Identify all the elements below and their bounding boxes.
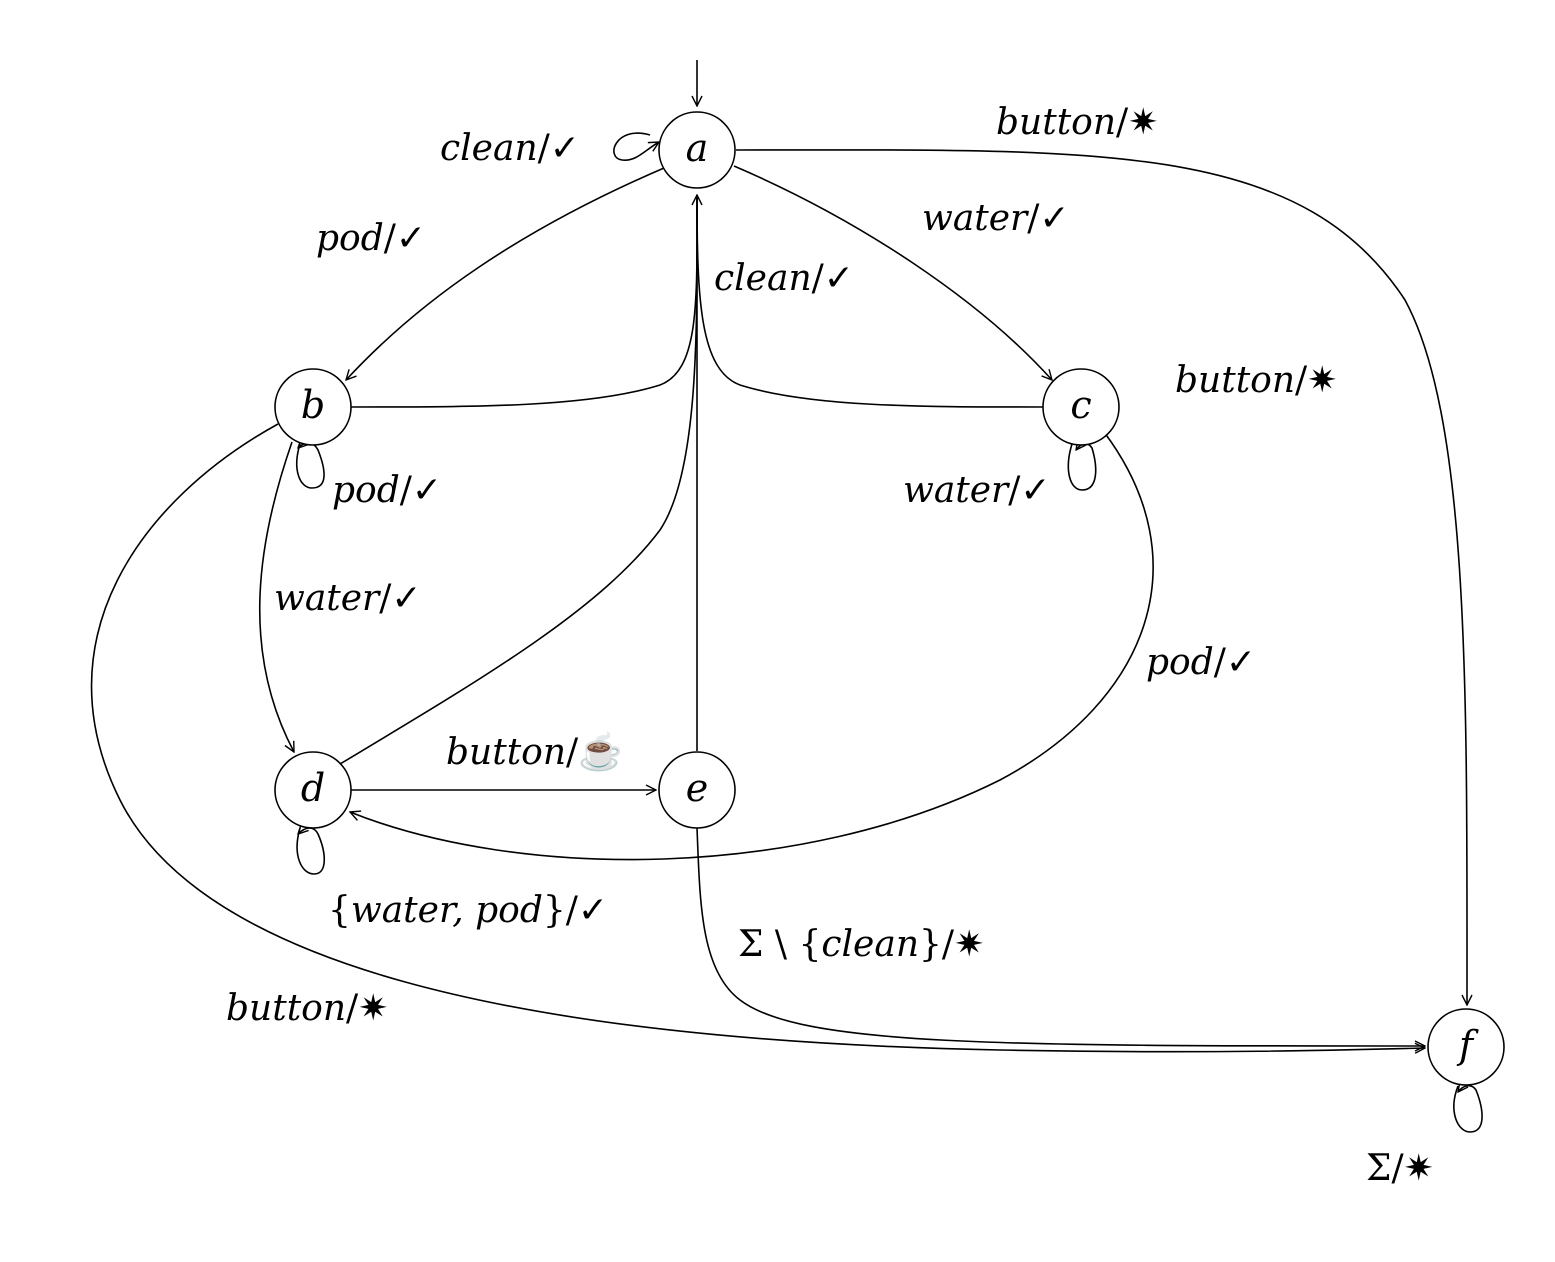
state-c: c bbox=[1042, 368, 1120, 446]
state-d: d bbox=[274, 751, 352, 829]
coffee-cup-icon: ☕ bbox=[578, 730, 623, 773]
state-f: f bbox=[1427, 1008, 1505, 1086]
edge-a-to-f bbox=[735, 149, 1467, 1005]
state-a-label: a bbox=[686, 126, 709, 170]
edge-b-to-f bbox=[90, 423, 1425, 1052]
state-b: b bbox=[274, 368, 352, 446]
state-b-label: b bbox=[301, 383, 325, 427]
label-a-to-c: water/✓ bbox=[922, 198, 1070, 239]
label-e-to-f: Σ \ {clean}/✷ bbox=[738, 924, 984, 965]
edge-a-self-loop bbox=[613, 132, 659, 161]
edge-b-self-loop bbox=[296, 443, 325, 489]
label-to-a-clean: clean/✓ bbox=[714, 258, 854, 299]
edge-e-to-f bbox=[696, 827, 1425, 1046]
state-e: e bbox=[658, 751, 736, 829]
label-f-self: Σ/✷ bbox=[1366, 1148, 1434, 1189]
label-b-to-d: water/✓ bbox=[274, 578, 422, 619]
label-c-self: water/✓ bbox=[903, 470, 1051, 511]
edge-a-to-b bbox=[346, 167, 665, 380]
edge-b-to-d bbox=[258, 441, 294, 752]
edge-d-self-loop bbox=[296, 828, 326, 875]
label-a-to-f: button/✷ bbox=[996, 102, 1158, 143]
edge-c-self-loop bbox=[1067, 444, 1097, 491]
state-c-label: c bbox=[1070, 383, 1091, 427]
state-a: a bbox=[658, 111, 736, 189]
edge-f-self-loop bbox=[1453, 1086, 1483, 1133]
label-c-to-d: pod/✓ bbox=[1146, 642, 1256, 683]
label-a-to-b: pod/✓ bbox=[316, 218, 426, 259]
edge-c-to-d bbox=[350, 431, 1154, 861]
edge-c-to-a bbox=[696, 194, 1044, 408]
label-b-to-f: button/✷ bbox=[226, 988, 388, 1029]
edge-a-to-c bbox=[733, 165, 1052, 380]
state-d-label: d bbox=[301, 766, 325, 810]
label-b-self: pod/✓ bbox=[332, 470, 442, 511]
state-e-label: e bbox=[686, 766, 709, 810]
label-d-self: {water, pod}/✓ bbox=[328, 890, 608, 931]
label-d-to-e: button/☕ bbox=[446, 730, 623, 773]
label-c-to-f: button/✷ bbox=[1175, 360, 1337, 401]
label-a-self: clean/✓ bbox=[440, 128, 580, 169]
